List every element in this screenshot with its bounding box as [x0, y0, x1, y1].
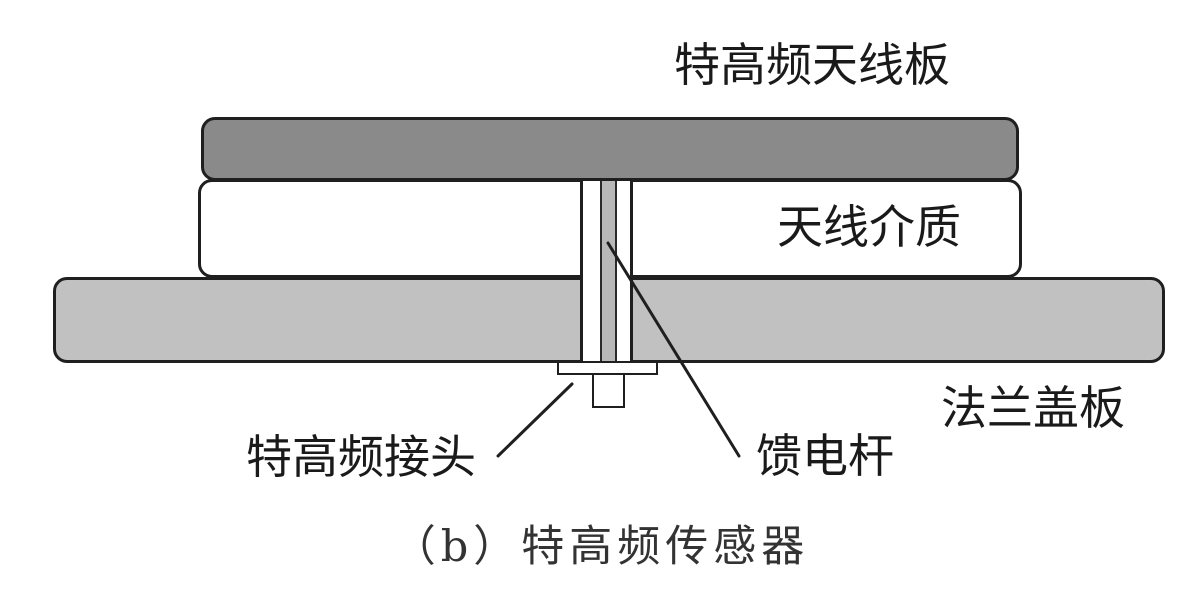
figure-caption: （b）特高频传感器 — [392, 522, 810, 572]
uhf-connector-stub-shape — [592, 373, 625, 408]
feed-rod-label: 馈电杆 — [756, 429, 894, 483]
antenna-board-label: 特高频天线板 — [674, 38, 950, 92]
dielectric-label: 天线介质 — [777, 200, 961, 254]
leader-line-connector — [496, 382, 574, 458]
antenna-board-shape — [201, 117, 1019, 181]
flange-cover-plate-label: 法兰盖板 — [941, 381, 1125, 435]
feed-rod-shape — [600, 181, 617, 363]
uhf-connector-plate-shape — [557, 361, 658, 375]
uhf-connector-label: 特高频接头 — [246, 430, 476, 484]
